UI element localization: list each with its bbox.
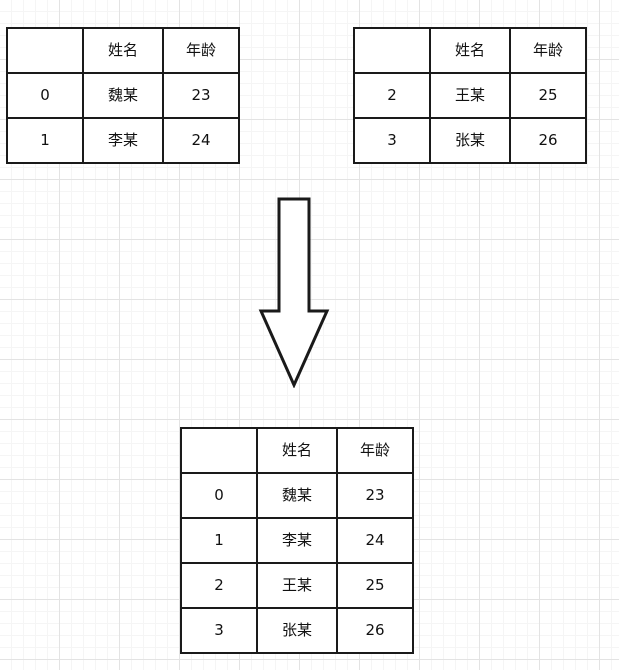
cell-name: 张某: [429, 117, 511, 164]
cell-age: 24: [162, 117, 240, 164]
header-age: 年龄: [162, 27, 240, 74]
cell-index: 1: [6, 117, 84, 164]
header-name: 姓名: [256, 427, 338, 474]
cell-age: 26: [336, 607, 414, 654]
down-arrow-icon: [258, 197, 330, 388]
table-row: 3 张某 26: [180, 607, 414, 654]
cell-name: 王某: [256, 562, 338, 609]
table-row: 0 魏某 23: [6, 72, 240, 119]
table-header-row: 姓名 年龄: [180, 427, 414, 474]
cell-index: 2: [180, 562, 258, 609]
result-table: 姓名 年龄 0 魏某 23 1 李某 24 2 王某 25 3 张某 26: [180, 427, 414, 654]
cell-age: 26: [509, 117, 587, 164]
header-name: 姓名: [82, 27, 164, 74]
header-index-corner: [353, 27, 431, 74]
table-row: 1 李某 24: [6, 117, 240, 164]
cell-age: 25: [509, 72, 587, 119]
cell-name: 张某: [256, 607, 338, 654]
header-index-corner: [180, 427, 258, 474]
cell-index: 2: [353, 72, 431, 119]
header-name: 姓名: [429, 27, 511, 74]
table-row: 3 张某 26: [353, 117, 587, 164]
header-age: 年龄: [336, 427, 414, 474]
cell-age: 24: [336, 517, 414, 564]
cell-index: 1: [180, 517, 258, 564]
table-row: 2 王某 25: [353, 72, 587, 119]
cell-age: 23: [336, 472, 414, 519]
header-index-corner: [6, 27, 84, 74]
table-row: 0 魏某 23: [180, 472, 414, 519]
header-age: 年龄: [509, 27, 587, 74]
cell-index: 3: [180, 607, 258, 654]
table-row: 1 李某 24: [180, 517, 414, 564]
table-header-row: 姓名 年龄: [353, 27, 587, 74]
cell-index: 0: [6, 72, 84, 119]
arrow-shape: [258, 197, 330, 388]
cell-name: 魏某: [256, 472, 338, 519]
cell-name: 王某: [429, 72, 511, 119]
table-row: 2 王某 25: [180, 562, 414, 609]
cell-age: 25: [336, 562, 414, 609]
source-table-2: 姓名 年龄 2 王某 25 3 张某 26: [353, 27, 587, 164]
cell-name: 李某: [256, 517, 338, 564]
cell-index: 3: [353, 117, 431, 164]
table-header-row: 姓名 年龄: [6, 27, 240, 74]
cell-name: 李某: [82, 117, 164, 164]
cell-age: 23: [162, 72, 240, 119]
cell-index: 0: [180, 472, 258, 519]
source-table-1: 姓名 年龄 0 魏某 23 1 李某 24: [6, 27, 240, 164]
cell-name: 魏某: [82, 72, 164, 119]
